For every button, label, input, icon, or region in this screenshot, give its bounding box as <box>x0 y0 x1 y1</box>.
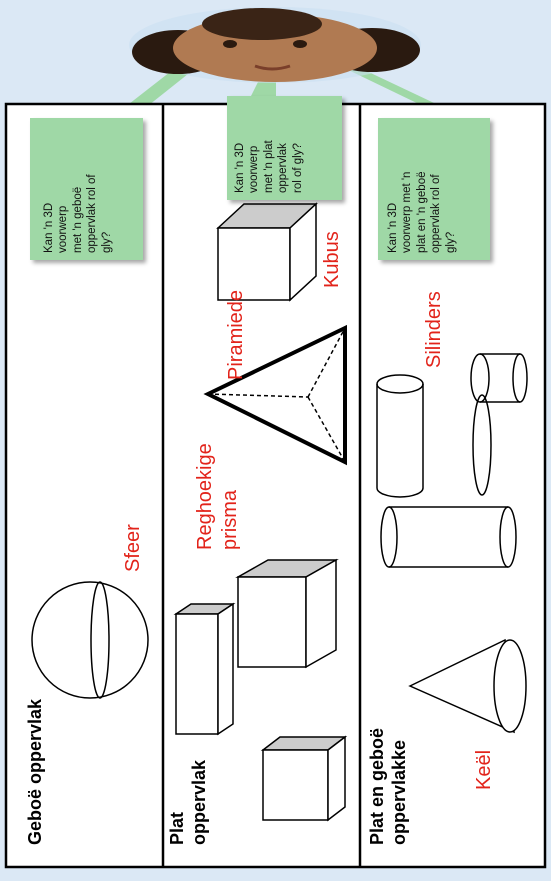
heading-curved-surface: Geboë oppervlak <box>26 699 44 845</box>
cube-shape <box>218 204 316 300</box>
speech-bubble-curved: Kan 'n 3D voorwerp met 'n geboë oppervla… <box>30 118 143 260</box>
bubble-text-both: Kan 'n 3D voorwerp met 'n plat en 'n geb… <box>386 172 458 254</box>
label-pyramid: Piramiede <box>226 290 246 380</box>
heading-flat-surface-line2: oppervlak <box>190 760 208 845</box>
cylinder-shape-2 <box>471 354 527 495</box>
label-cube: Kubus <box>322 231 342 288</box>
bubble-text-curved: Kan 'n 3D voorwerp met 'n geboë oppervla… <box>42 174 114 253</box>
label-cylinders: Silinders <box>424 291 444 368</box>
speech-bubble-both: Kan 'n 3D voorwerp met 'n plat en 'n geb… <box>378 118 490 260</box>
cone-shape <box>410 640 526 732</box>
cylinder-shape-3 <box>381 507 516 567</box>
small-prism-shape <box>263 737 345 820</box>
heading-flat-curved-line1: Plat en geboë <box>368 728 386 845</box>
label-cone: Keël <box>474 750 494 790</box>
sphere-shape <box>32 582 148 698</box>
heading-flat-surface-line1: Plat <box>168 812 186 845</box>
label-prism-line1: Reghoekige <box>195 443 215 550</box>
label-prism-line2: prisma <box>220 490 240 550</box>
heading-flat-curved-line2: oppervlakke <box>390 740 408 845</box>
bubble-text-flat: Kan 'n 3D voorwerp met 'n plat oppervlak… <box>233 140 305 193</box>
label-sphere: Sfeer <box>123 524 143 572</box>
rectangular-prism-shape <box>238 560 336 667</box>
tall-prism-shape <box>176 604 233 734</box>
speech-bubble-flat: Kan 'n 3D voorwerp met 'n plat oppervlak… <box>227 96 342 200</box>
cylinder-shape-1 <box>377 375 423 497</box>
